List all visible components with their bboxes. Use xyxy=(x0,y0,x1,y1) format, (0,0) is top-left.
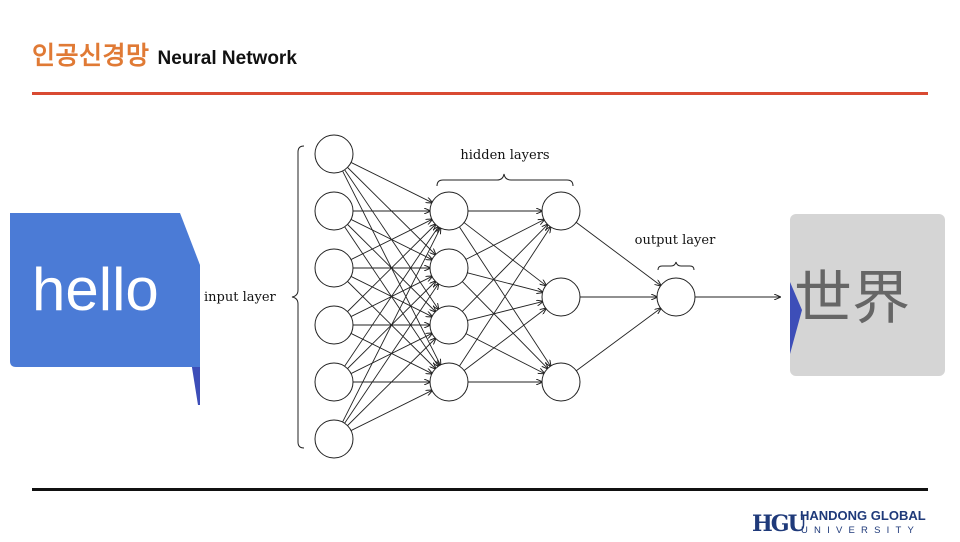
connection-l0-2-0 xyxy=(350,219,432,260)
connection-l1-0-1 xyxy=(463,222,546,286)
input-neuron-1 xyxy=(314,134,354,174)
hidden2-neuron-3 xyxy=(541,362,581,402)
hello-text: hello xyxy=(32,256,159,323)
input-layer-brace xyxy=(291,145,305,449)
connection-l0-5-1 xyxy=(344,284,439,424)
world-card-arrow-accent xyxy=(790,282,802,354)
hidden1-neuron-1 xyxy=(429,191,469,231)
input-neuron-5 xyxy=(314,362,354,402)
connection-l1-3-1 xyxy=(463,308,546,371)
input-neuron-4 xyxy=(314,305,354,345)
slide-title: 인공신경망 Neural Network xyxy=(32,36,297,72)
connection-l1-1-0 xyxy=(465,220,544,260)
connection-l0-4-0 xyxy=(344,227,439,367)
neurons xyxy=(314,134,696,459)
title-divider xyxy=(32,92,928,95)
hidden1-neuron-2 xyxy=(429,248,469,288)
hidden-layers-brace xyxy=(436,173,574,187)
connection-l1-3-0 xyxy=(459,227,550,367)
output-layer-brace xyxy=(657,261,695,271)
slide-title-korean: 인공신경망 xyxy=(32,41,150,70)
logo-mark: HGU xyxy=(752,511,807,537)
connection-lines xyxy=(342,162,661,431)
input-neuron-6 xyxy=(314,419,354,459)
connection-l0-0-0 xyxy=(350,162,432,202)
input-neuron-3 xyxy=(314,248,354,288)
input-neuron-2 xyxy=(314,191,354,231)
input-layer-label: input layer xyxy=(204,290,277,305)
hidden-layers-label: hidden layers xyxy=(460,148,549,163)
slide-title-english: Neural Network xyxy=(157,48,297,69)
hidden1-neuron-3 xyxy=(429,305,469,345)
connection-l0-5-3 xyxy=(350,390,432,431)
world-card-shape xyxy=(790,214,945,376)
output-neuron-1 xyxy=(656,277,696,317)
connection-l0-3-0 xyxy=(347,224,435,312)
hello-card-shadow xyxy=(190,355,200,405)
footer-divider xyxy=(32,488,928,491)
connection-l1-1-1 xyxy=(467,272,542,292)
hidden1-neuron-4 xyxy=(429,362,469,402)
logo-line1: HANDONG GLOBAL xyxy=(800,508,926,523)
connection-l0-5-2 xyxy=(347,338,435,426)
logo-line2: UNIVERSITY xyxy=(801,525,920,536)
connection-l1-2-2 xyxy=(465,333,544,374)
connection-l2-0-0 xyxy=(575,222,661,285)
connection-l2-2-0 xyxy=(576,308,660,372)
hidden2-neuron-2 xyxy=(541,277,581,317)
connection-l1-2-0 xyxy=(461,225,547,312)
connection-l1-2-1 xyxy=(467,302,542,321)
connection-l1-1-2 xyxy=(461,281,547,369)
world-text: 世界 xyxy=(794,264,910,332)
hidden2-neuron-1 xyxy=(541,191,581,231)
university-logo: HGU HANDONG GLOBAL UNIVERSITY xyxy=(752,503,932,537)
neural-network-diagram: input layer hidden layers output layer xyxy=(204,134,796,459)
hello-card: hello xyxy=(0,205,200,405)
output-layer-label: output layer xyxy=(635,233,716,248)
hello-card-shape xyxy=(10,213,200,367)
connection-l0-5-0 xyxy=(342,228,441,423)
world-card: 世界 xyxy=(790,214,950,376)
